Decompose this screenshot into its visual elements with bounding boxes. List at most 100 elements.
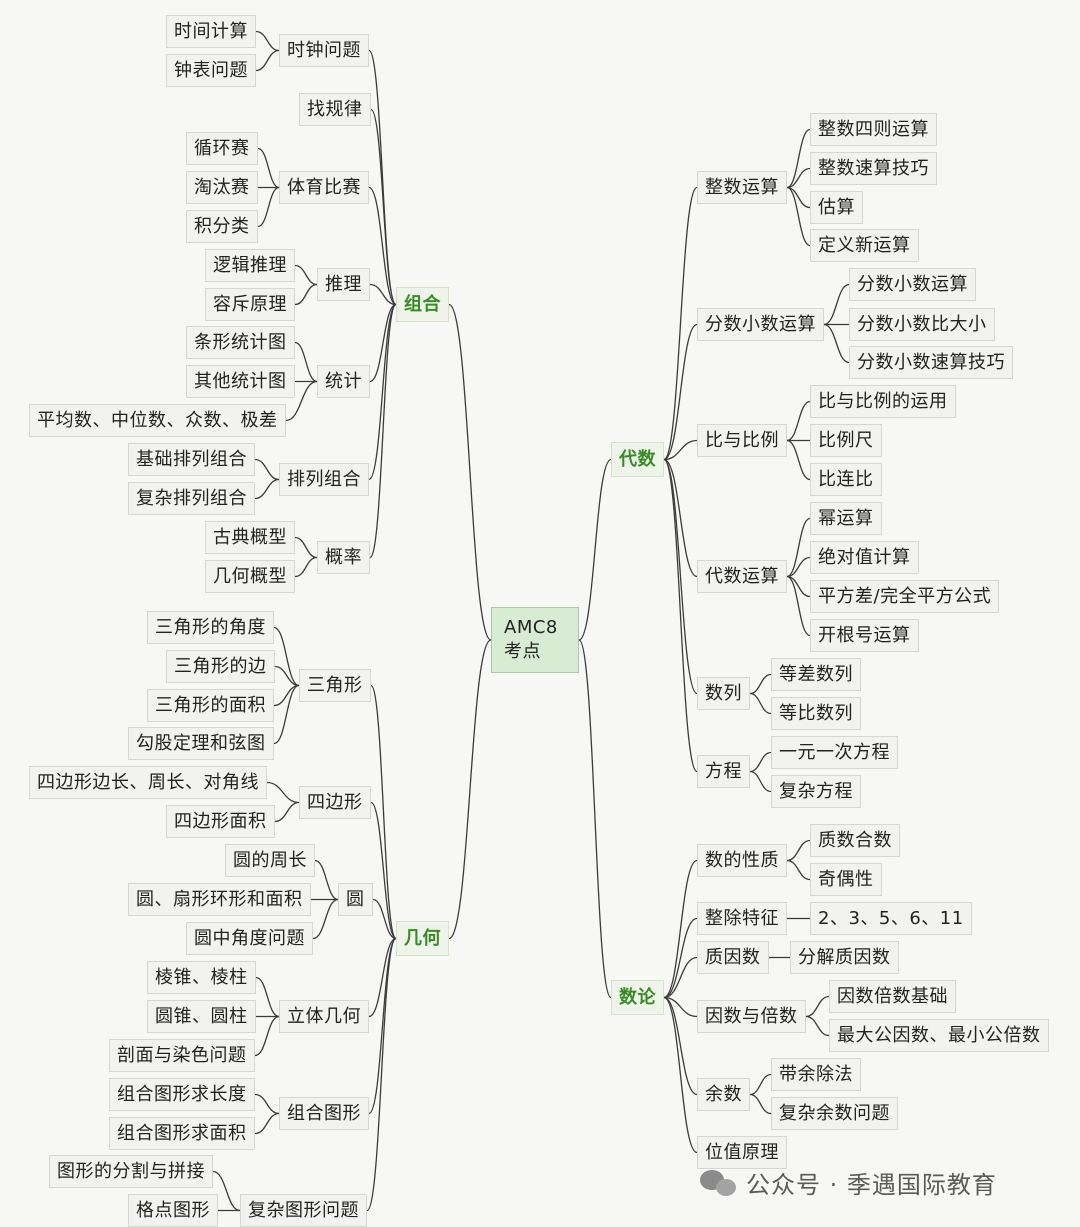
zuhe-taotai[interactable]: 淘汰赛 bbox=[186, 171, 258, 204]
connector bbox=[749, 1093, 772, 1115]
daishu-bilianbi[interactable]: 比连比 bbox=[810, 463, 882, 496]
jihe-gougu[interactable]: 勾股定理和弦图 bbox=[128, 727, 274, 760]
jihe-sibian[interactable]: 四边形 bbox=[299, 786, 371, 819]
zuhe-qita[interactable]: 其他统计图 bbox=[186, 365, 295, 398]
daishu-kgh[interactable]: 开根号运算 bbox=[810, 619, 919, 652]
jihe-shanxing[interactable]: 圆、扇形环形和面积 bbox=[128, 883, 311, 916]
root-node[interactable]: AMC8 考点 bbox=[491, 607, 579, 673]
daishu-jdz[interactable]: 绝对值计算 bbox=[810, 541, 919, 574]
connector bbox=[314, 859, 339, 901]
daishu-pfc[interactable]: 平方差/完全平方公式 bbox=[810, 580, 1000, 613]
zuhe-tiyu[interactable]: 体育比赛 bbox=[279, 171, 369, 204]
jihe-yuanzhui[interactable]: 圆锥、圆柱 bbox=[147, 1000, 256, 1033]
zuhe-zhaoguilv[interactable]: 找规律 bbox=[299, 93, 371, 126]
connector bbox=[368, 937, 397, 1115]
connector bbox=[786, 556, 811, 578]
shulun-yinshu[interactable]: 因数与倍数 bbox=[697, 1000, 806, 1033]
jihe-fuzatx[interactable]: 复杂图形问题 bbox=[240, 1194, 367, 1227]
zuhe-tuili[interactable]: 推理 bbox=[317, 268, 370, 301]
zuhe-gudian[interactable]: 古典概型 bbox=[205, 521, 295, 554]
connector bbox=[663, 439, 698, 461]
shulun-zhengchu[interactable]: 整除特征 bbox=[697, 902, 787, 935]
shulun-xingzhi[interactable]: 数的性质 bbox=[697, 844, 787, 877]
jihe-mianji[interactable]: 三角形的面积 bbox=[147, 689, 274, 722]
jihe-zuhetx[interactable]: 组合图形 bbox=[279, 1097, 369, 1130]
watermark: 公众号 · 季遇国际教育 bbox=[700, 1162, 997, 1202]
zuhe-rongchi[interactable]: 容斥原理 bbox=[205, 288, 295, 321]
jihe-sbzhouchang[interactable]: 四边形边长、周长、对角线 bbox=[29, 766, 267, 799]
zuhe-shizhong[interactable]: 时钟问题 bbox=[279, 34, 369, 67]
jihe-qiuchang[interactable]: 组合图形求长度 bbox=[109, 1078, 255, 1111]
connector bbox=[368, 303, 397, 481]
daishu-shulie[interactable]: 数列 bbox=[697, 677, 750, 710]
branch-zuhe[interactable]: 组合 bbox=[396, 287, 449, 322]
jihe-lengzhui[interactable]: 棱锥、棱柱 bbox=[147, 961, 256, 994]
daishu-dingyi[interactable]: 定义新运算 bbox=[810, 229, 919, 262]
shulun-zdgys[interactable]: 最大公因数、最小公倍数 bbox=[829, 1019, 1049, 1052]
zuhe-jihegx[interactable]: 几何概型 bbox=[205, 560, 295, 593]
jihe-sbmianji[interactable]: 四边形面积 bbox=[166, 805, 275, 838]
connector bbox=[786, 400, 811, 442]
zuhe-pailie[interactable]: 排列组合 bbox=[279, 463, 369, 496]
daishu-fsys[interactable]: 分数小数运算 bbox=[849, 268, 976, 301]
zuhe-pingjun[interactable]: 平均数、中位数、众数、极差 bbox=[29, 404, 286, 437]
branch-shulun[interactable]: 数论 bbox=[611, 980, 664, 1015]
daishu-bilyy[interactable]: 比与比例的运用 bbox=[810, 385, 956, 418]
jihe-sanjiao[interactable]: 三角形 bbox=[299, 669, 371, 702]
zuhe-gailv[interactable]: 概率 bbox=[317, 541, 370, 574]
daishu-susuan[interactable]: 整数速算技巧 bbox=[810, 152, 937, 185]
jihe-bian[interactable]: 三角形的边 bbox=[166, 650, 275, 683]
shulun-zhishu[interactable]: 质数合数 bbox=[810, 824, 900, 857]
shulun-yushu[interactable]: 余数 bbox=[697, 1078, 750, 1111]
zuhe-fuza[interactable]: 复杂排列组合 bbox=[128, 482, 255, 515]
zuhe-xunhuan[interactable]: 循环赛 bbox=[186, 132, 258, 165]
jihe-yuan[interactable]: 圆 bbox=[338, 883, 373, 916]
daishu-fsss[interactable]: 分数小数速算技巧 bbox=[849, 346, 1013, 379]
jihe-jiaodu[interactable]: 三角形的角度 bbox=[147, 611, 274, 644]
shulun-weizhi[interactable]: 位值原理 bbox=[697, 1136, 787, 1169]
daishu-bilichi[interactable]: 比例尺 bbox=[810, 424, 882, 457]
branch-jihe[interactable]: 几何 bbox=[396, 921, 449, 956]
jihe-liti[interactable]: 立体几何 bbox=[279, 1000, 369, 1033]
daishu-dengbi[interactable]: 等比数列 bbox=[771, 697, 861, 730]
daishu-dengcha[interactable]: 等差数列 bbox=[771, 658, 861, 691]
zuhe-tiaoxing[interactable]: 条形统计图 bbox=[186, 326, 295, 359]
daishu-yiyuan[interactable]: 一元一次方程 bbox=[771, 736, 898, 769]
connector bbox=[294, 536, 318, 559]
connector bbox=[663, 458, 698, 773]
jihe-poumian[interactable]: 剖面与染色问题 bbox=[109, 1039, 255, 1072]
shulun-zcval[interactable]: 2、3、5、6、11 bbox=[810, 902, 972, 935]
daishu-fangcheng[interactable]: 方程 bbox=[697, 755, 750, 788]
shulun-zhiyinshu[interactable]: 质因数 bbox=[697, 941, 769, 974]
zuhe-zhongbiao[interactable]: 钟表问题 bbox=[166, 54, 256, 87]
connector bbox=[749, 751, 772, 773]
daishu-daishuys[interactable]: 代数运算 bbox=[697, 560, 787, 593]
jihe-gedian[interactable]: 格点图形 bbox=[128, 1194, 218, 1227]
daishu-fzfc[interactable]: 复杂方程 bbox=[771, 775, 861, 808]
daishu-fsbdx[interactable]: 分数小数比大小 bbox=[849, 308, 995, 341]
daishu-bili[interactable]: 比与比例 bbox=[697, 424, 787, 457]
jihe-qiumian[interactable]: 组合图形求面积 bbox=[109, 1117, 255, 1150]
daishu-zhengshu[interactable]: 整数运算 bbox=[697, 171, 787, 204]
zuhe-shijian[interactable]: 时间计算 bbox=[166, 15, 256, 48]
jihe-yuanjiao[interactable]: 圆中角度问题 bbox=[186, 922, 313, 955]
jihe-zhouchang[interactable]: 圆的周长 bbox=[225, 844, 315, 877]
zuhe-luoji[interactable]: 逻辑推理 bbox=[205, 249, 295, 282]
shulun-ysjc[interactable]: 因数倍数基础 bbox=[829, 980, 956, 1013]
daishu-sizhe[interactable]: 整数四则运算 bbox=[810, 113, 937, 146]
connector bbox=[255, 976, 280, 1018]
shulun-fzys[interactable]: 复杂余数问题 bbox=[771, 1097, 898, 1130]
zuhe-jifen[interactable]: 积分类 bbox=[186, 210, 258, 243]
shulun-jiou[interactable]: 奇偶性 bbox=[810, 863, 882, 896]
daishu-fenshu[interactable]: 分数小数运算 bbox=[697, 308, 824, 341]
root-line-2: 考点 bbox=[504, 641, 541, 662]
zuhe-tongji[interactable]: 统计 bbox=[317, 365, 370, 398]
shulun-daiyu[interactable]: 带余除法 bbox=[771, 1058, 861, 1091]
branch-daishu[interactable]: 代数 bbox=[611, 442, 664, 477]
connector bbox=[294, 283, 318, 306]
daishu-gusuan[interactable]: 估算 bbox=[810, 191, 863, 224]
shulun-fenjie[interactable]: 分解质因数 bbox=[790, 941, 899, 974]
zuhe-jichu[interactable]: 基础排列组合 bbox=[128, 443, 255, 476]
daishu-mi[interactable]: 幂运算 bbox=[810, 502, 882, 535]
jihe-fenge[interactable]: 图形的分割与拼接 bbox=[49, 1155, 213, 1188]
